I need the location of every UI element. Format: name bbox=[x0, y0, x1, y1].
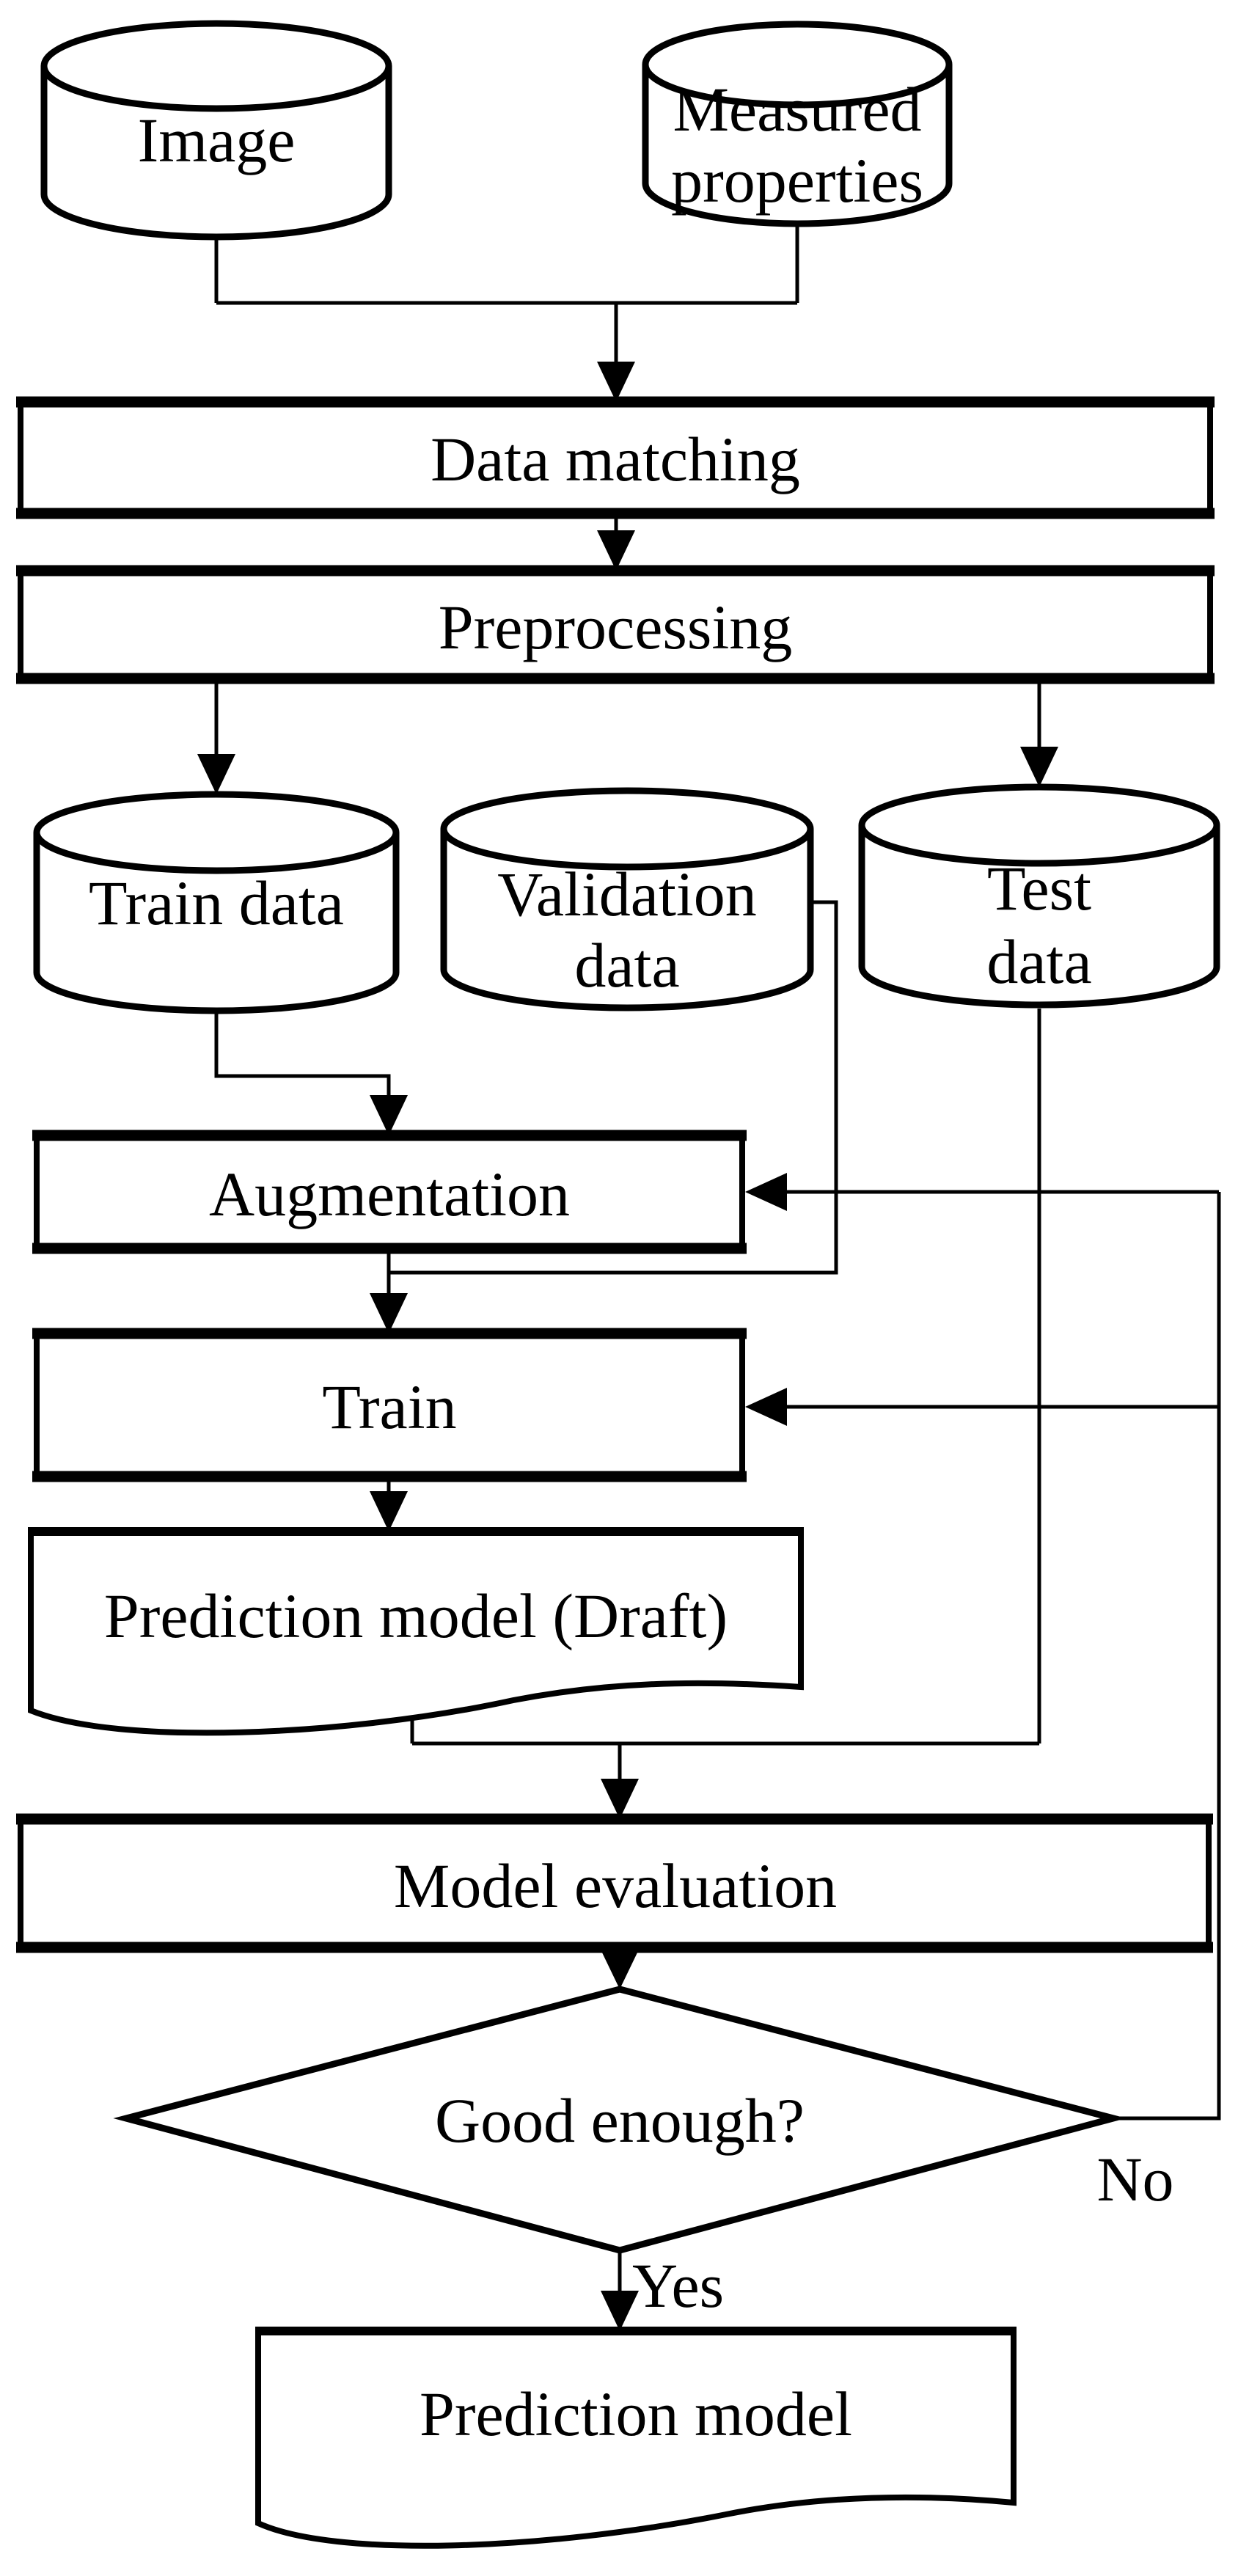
edge-label-no: No bbox=[1096, 2144, 1173, 2214]
prediction-model-label: Prediction model bbox=[420, 2379, 852, 2449]
augmentation-label: Augmentation bbox=[209, 1159, 570, 1229]
node-good-enough: Good enough? bbox=[113, 1986, 1127, 2254]
edge-no-loop-vertical bbox=[1113, 1192, 1221, 2121]
node-train-data-db: Train data bbox=[33, 791, 400, 1014]
arrowhead-into-model-evaluation bbox=[601, 1779, 639, 1819]
node-prediction-model-draft: Prediction model (Draft) bbox=[28, 1527, 804, 1736]
arrowhead-into-augmentation-right bbox=[745, 1173, 787, 1211]
test-db-cylinder-top bbox=[858, 783, 1220, 867]
validation-db-cylinder-top bbox=[440, 787, 814, 871]
arrowhead-into-decision bbox=[601, 1950, 639, 1989]
connectors bbox=[197, 222, 1221, 2331]
arrowhead-into-augmentation-top bbox=[370, 1095, 408, 1135]
image-db-cylinder-top bbox=[40, 20, 392, 112]
edge-validation-to-train-join bbox=[389, 900, 838, 1275]
prediction-model-draft-doc bbox=[28, 1529, 804, 1736]
node-preprocessing: Preprocessing bbox=[16, 565, 1215, 684]
test-db-label-line2: data bbox=[986, 926, 1091, 997]
augmentation-box bbox=[34, 1133, 745, 1251]
node-test-data-db: Test data bbox=[858, 783, 1220, 1009]
node-model-evaluation: Model evaluation bbox=[16, 1813, 1213, 1953]
validation-db-label-line2: data bbox=[574, 930, 679, 1000]
arrowhead-into-train-top bbox=[370, 1293, 408, 1333]
edge-label-yes: Yes bbox=[632, 2250, 724, 2321]
node-data-matching: Data matching bbox=[16, 396, 1215, 519]
train-db-label: Train data bbox=[89, 868, 344, 938]
train-label: Train bbox=[322, 1372, 456, 1442]
node-prediction-model: Prediction model bbox=[255, 2327, 1017, 2549]
good-enough-label: Good enough? bbox=[435, 2085, 805, 2156]
node-image-db: Image bbox=[40, 20, 392, 241]
measured-db-label-line2: properties bbox=[671, 145, 923, 216]
train-box bbox=[34, 1331, 745, 1479]
validation-db-label-line1: Validation bbox=[497, 859, 757, 929]
test-db-cylinder bbox=[858, 825, 1220, 1009]
node-augmentation: Augmentation bbox=[32, 1130, 747, 1254]
data-matching-label: Data matching bbox=[431, 424, 800, 494]
node-measured-properties-db: Measured properties bbox=[642, 21, 953, 227]
arrowhead-into-preprocessing bbox=[597, 530, 635, 571]
arrowhead-into-prediction-model bbox=[601, 2291, 639, 2331]
arrowhead-into-draft bbox=[370, 1491, 408, 1532]
node-train: Train bbox=[32, 1328, 747, 1482]
arrowhead-into-test-data bbox=[1020, 747, 1058, 787]
measured-db-cylinder-top bbox=[642, 21, 953, 109]
prediction-model-doc bbox=[255, 2328, 1017, 2549]
validation-db-cylinder bbox=[440, 829, 814, 1011]
arrowhead-into-train-right bbox=[745, 1388, 787, 1426]
train-db-cylinder-top bbox=[33, 791, 400, 874]
edge-train-data-to-augmentation bbox=[214, 1011, 391, 1097]
node-validation-data-db: Validation data bbox=[440, 787, 814, 1011]
measured-db-label-line1: Measured bbox=[673, 74, 921, 144]
preprocessing-box bbox=[18, 568, 1213, 681]
model-evaluation-label: Model evaluation bbox=[394, 1851, 837, 1921]
preprocessing-label: Preprocessing bbox=[439, 592, 792, 662]
model-evaluation-box bbox=[18, 1816, 1212, 1950]
arrowhead-into-data-matching bbox=[597, 362, 635, 402]
test-db-label-line1: Test bbox=[987, 853, 1091, 923]
image-db-label: Image bbox=[138, 105, 296, 175]
prediction-model-draft-label: Prediction model (Draft) bbox=[104, 1581, 728, 1651]
arrowhead-into-train-data bbox=[197, 754, 235, 794]
